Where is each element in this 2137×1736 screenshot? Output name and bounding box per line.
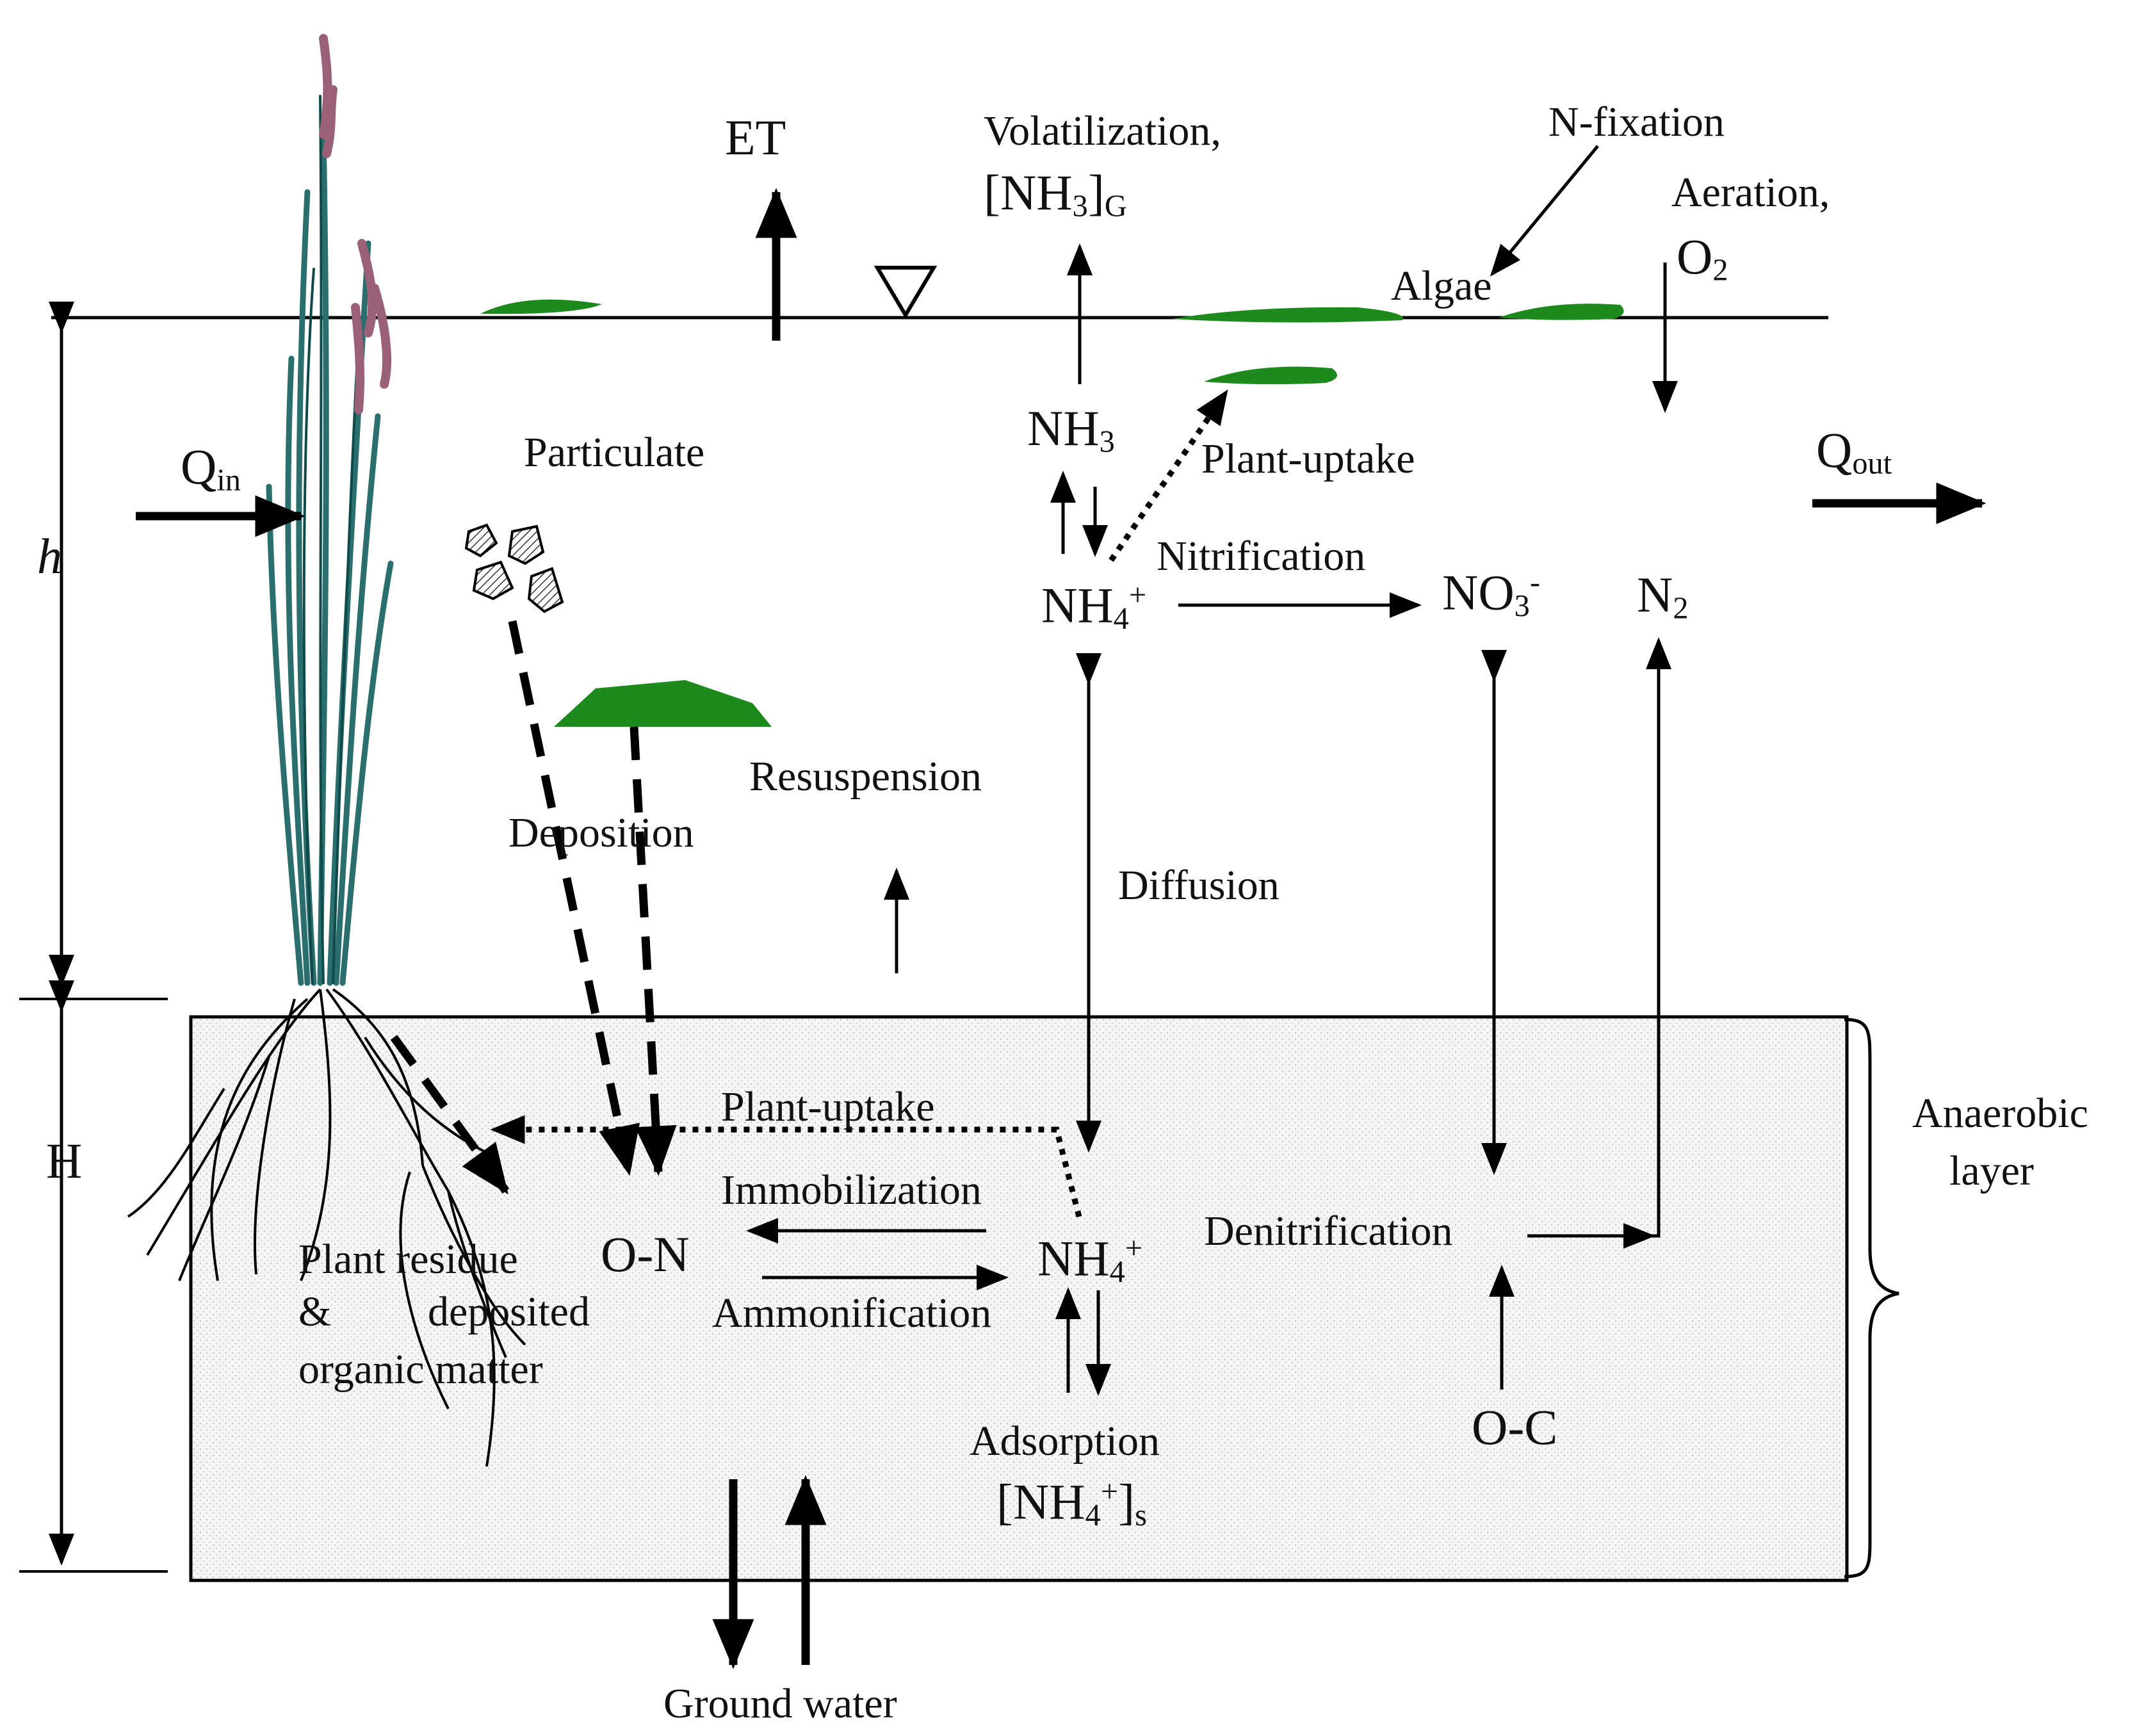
bold-arrows <box>136 188 1987 1669</box>
n-fixation-label: N-fixation <box>1548 99 1725 145</box>
plant-residue-amp: & <box>298 1288 332 1335</box>
nh4-adsorbed-label: [NH4+]s <box>996 1473 1147 1533</box>
nh4-water-label: NH4+ <box>1041 577 1147 637</box>
ammonification-label: Ammonification <box>712 1290 992 1336</box>
nh3-gas-label: [NH3]G <box>984 165 1127 223</box>
particulate-icon <box>464 523 564 613</box>
organic-nitrogen-label: O-N <box>601 1226 690 1282</box>
anaerobic-layer-label-2: layer <box>1949 1148 2034 1194</box>
sediment-layer <box>189 1015 1849 1582</box>
algae-label: Algae <box>1391 263 1492 309</box>
no3-label: NO3- <box>1442 564 1540 624</box>
algae-patches <box>480 299 1624 727</box>
plant-residue-label: Plant residue <box>298 1236 518 1283</box>
o2-label: O2 <box>1677 229 1728 288</box>
organic-carbon-label: O-C <box>1472 1399 1558 1455</box>
roots-icon <box>127 988 526 1467</box>
q-in-label: Qin <box>181 439 241 498</box>
plant-uptake-water-label: Plant-uptake <box>1201 435 1415 482</box>
et-label: ET <box>725 110 786 165</box>
nh4-sediment-label: NH4+ <box>1037 1230 1143 1290</box>
diffusion-label: Diffusion <box>1118 862 1280 909</box>
volatilization-label: Volatilization, <box>984 108 1221 154</box>
q-out-label: Qout <box>1816 422 1892 481</box>
deposition-arrows <box>390 620 677 1195</box>
h-label: h <box>37 528 62 584</box>
water-level-icon <box>873 266 938 319</box>
aeration-label: Aeration, <box>1671 169 1830 216</box>
plant-icon <box>266 34 394 986</box>
anaerobic-layer-label: Anaerobic <box>1912 1090 2088 1137</box>
n2-label: N2 <box>1637 567 1689 626</box>
H-label: H <box>46 1133 83 1188</box>
deposition-label: Deposition <box>508 809 694 856</box>
anaerobic-brace <box>1844 1018 1899 1578</box>
particulate-label: Particulate <box>524 429 705 476</box>
nh3-label: NH3 <box>1027 400 1115 459</box>
plant-residue-deposited: deposited <box>428 1288 590 1335</box>
thin-arrows <box>746 145 1678 1396</box>
immobilization-label: Immobilization <box>721 1167 982 1213</box>
plant-uptake-sediment-label: Plant-uptake <box>721 1083 935 1130</box>
adsorption-label: Adsorption <box>970 1418 1160 1464</box>
plant-residue-organic-matter: organic matter <box>298 1346 543 1393</box>
plant-uptake-arrows <box>490 389 1229 1218</box>
denitrification-label: Denitrification <box>1204 1208 1453 1254</box>
nitrification-label: Nitrification <box>1157 533 1366 580</box>
ground-water-label: Ground water <box>663 1680 897 1727</box>
n-fixation-arrow <box>1490 145 1599 277</box>
resuspension-label: Resuspension <box>749 753 982 800</box>
